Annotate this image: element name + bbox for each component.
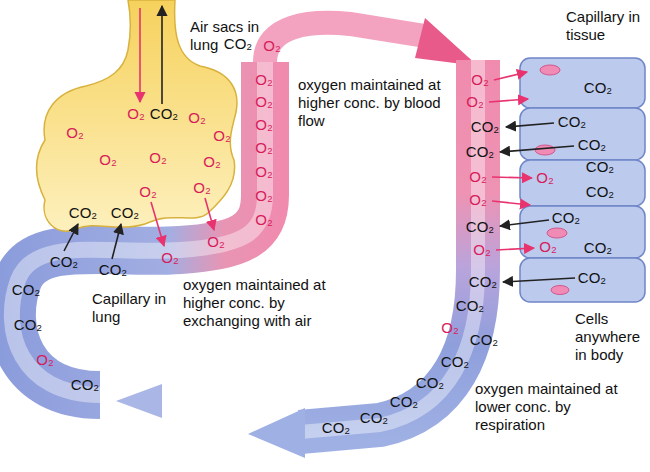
gas-label: CO₂ bbox=[390, 393, 418, 410]
o2-arrow bbox=[492, 177, 532, 178]
gas-label: O₂ bbox=[66, 124, 84, 141]
gas-label: O₂ bbox=[255, 116, 273, 133]
co2-arrow bbox=[112, 224, 121, 259]
nucleus bbox=[547, 228, 567, 238]
gas-label: CO₂ bbox=[50, 253, 78, 270]
gas-label: CO₂ bbox=[586, 158, 614, 175]
gas-label: O₂ bbox=[536, 169, 554, 186]
o2-arrow bbox=[494, 72, 527, 80]
gas-label: O₂ bbox=[469, 168, 487, 185]
gas-label: CO₂ bbox=[322, 419, 350, 436]
gas-label: CO₂ bbox=[584, 79, 612, 96]
cell bbox=[520, 108, 645, 160]
gas-label: CO₂ bbox=[470, 331, 498, 348]
co2-arrow bbox=[506, 123, 554, 127]
gas-label: O₂ bbox=[255, 163, 273, 180]
o2-arrow bbox=[139, 8, 141, 102]
gas-label: CO₂ bbox=[471, 118, 499, 135]
cell bbox=[520, 58, 645, 108]
cell-nuclei bbox=[535, 65, 569, 295]
gas-label: O₂ bbox=[149, 149, 167, 166]
annotation-text: oxygen maintained at higher conc. by blo… bbox=[298, 76, 450, 130]
diffusion-arrows bbox=[64, 6, 575, 282]
nucleus bbox=[535, 145, 555, 155]
co2-arrow bbox=[500, 220, 549, 226]
gas-label: O₂ bbox=[473, 241, 491, 258]
co2-arrow bbox=[503, 278, 575, 282]
gas-label: O₂ bbox=[161, 249, 179, 266]
annotation-text: Capillary in lung bbox=[92, 290, 172, 326]
flow-band bbox=[265, 23, 425, 62]
gas-label: O₂ bbox=[203, 153, 221, 170]
gas-label: CO₂ bbox=[14, 316, 42, 333]
gas-label: CO₂ bbox=[584, 239, 612, 256]
gas-label: CO₂ bbox=[69, 204, 97, 221]
nucleus bbox=[540, 65, 560, 75]
gas-label: CO₂ bbox=[578, 269, 606, 286]
gas-label: O₂ bbox=[99, 151, 117, 168]
gas-label: CO₂ bbox=[552, 209, 580, 226]
annotation-text: oxygen maintained at lower conc. by resp… bbox=[475, 380, 635, 434]
gas-label: O₂ bbox=[466, 93, 484, 110]
cell bbox=[520, 206, 645, 258]
flow-arrowhead bbox=[116, 384, 162, 418]
gas-label: CO₂ bbox=[441, 353, 469, 370]
gas-label: O₂ bbox=[263, 37, 281, 54]
gas-label: O₂ bbox=[193, 179, 211, 196]
gas-label: CO₂ bbox=[586, 183, 614, 200]
gas-label: O₂ bbox=[255, 139, 273, 156]
gas-label: CO₂ bbox=[360, 409, 388, 426]
gas-label: O₂ bbox=[255, 211, 273, 228]
co2-arrow bbox=[64, 224, 78, 251]
gas-label: CO₂ bbox=[466, 218, 494, 235]
gas-label: O₂ bbox=[471, 71, 489, 88]
gas-label: CO₂ bbox=[111, 204, 139, 221]
gas-label: O₂ bbox=[207, 233, 225, 250]
gas-label: O₂ bbox=[539, 238, 557, 255]
annotation-text: Capillary in tissue bbox=[566, 8, 646, 44]
gas-label: CO₂ bbox=[456, 297, 484, 314]
gas-label: CO₂ bbox=[224, 35, 252, 52]
gas-label: O₂ bbox=[213, 127, 231, 144]
gas-label: O₂ bbox=[255, 187, 273, 204]
gas-label: O₂ bbox=[188, 109, 206, 126]
gas-label: CO₂ bbox=[558, 113, 586, 130]
o2-arrow bbox=[492, 201, 530, 205]
gas-label: CO₂ bbox=[99, 261, 127, 278]
gas-label: O₂ bbox=[255, 93, 273, 110]
nucleus bbox=[551, 286, 569, 295]
flow-arrowhead bbox=[248, 408, 305, 458]
gas-label: O₂ bbox=[139, 183, 157, 200]
capillary-highlight bbox=[300, 60, 478, 432]
tissue-cells bbox=[520, 58, 645, 302]
gas-label: CO₂ bbox=[150, 105, 178, 122]
flow-arrowhead bbox=[415, 18, 478, 66]
gas-label: CO₂ bbox=[12, 281, 40, 298]
annotation-text: oxygen maintained at higher conc. by exc… bbox=[183, 276, 343, 330]
o2-arrow bbox=[205, 198, 214, 230]
gas-label: CO₂ bbox=[466, 143, 494, 160]
o2-arrow bbox=[489, 99, 528, 102]
o2-arrow bbox=[151, 202, 164, 246]
gas-label: CO₂ bbox=[578, 136, 606, 153]
co2-arrow bbox=[500, 146, 574, 152]
o2-arrow bbox=[496, 248, 534, 250]
gas-label: CO₂ bbox=[416, 374, 444, 391]
gas-label: O₂ bbox=[469, 191, 487, 208]
gas-label: CO₂ bbox=[469, 273, 497, 290]
tissue-capillary bbox=[300, 60, 478, 432]
gas-label: O₂ bbox=[36, 351, 54, 368]
cell bbox=[520, 160, 645, 206]
gas-label: O₂ bbox=[127, 105, 145, 122]
gas-label: O₂ bbox=[255, 71, 273, 88]
co2-arrow bbox=[161, 6, 163, 104]
gas-label: O₂ bbox=[441, 319, 459, 336]
annotation-text: Cells anywhere in body bbox=[575, 310, 647, 364]
gas-label: CO₂ bbox=[71, 376, 99, 393]
